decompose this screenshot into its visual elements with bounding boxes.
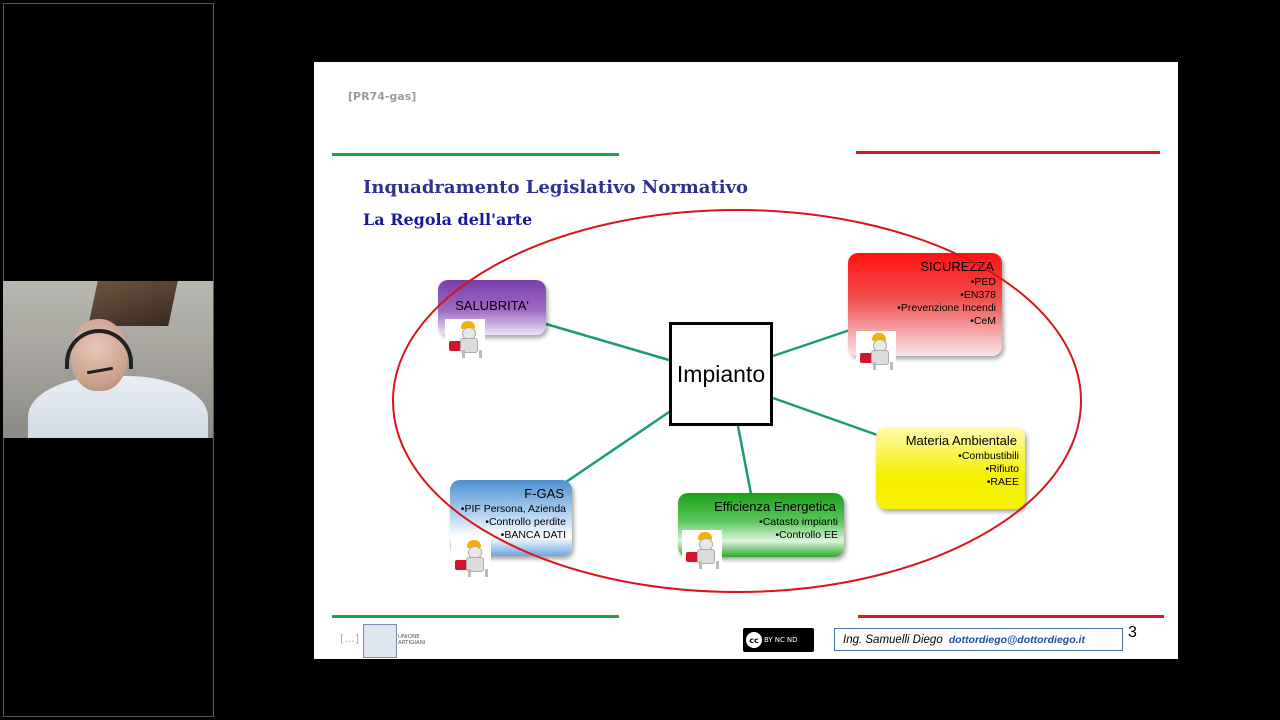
cc-nd-label: ND [786, 636, 798, 644]
node-fgas-title: F-GAS [524, 486, 564, 501]
worker-icon [856, 331, 896, 371]
slide-tag: [PR74-gas] [348, 90, 417, 103]
list-item: Rifiuto [876, 463, 1019, 476]
list-item: BANCA DATI [450, 529, 566, 542]
center-impianto-box: Impianto [669, 322, 773, 426]
cc-by-label: BY [764, 636, 773, 644]
node-materia-list: Combustibili Rifiuto RAEE [876, 450, 1025, 489]
footer-red-bar [858, 615, 1164, 618]
list-item: PED [848, 276, 996, 289]
regola-arte-ellipse [392, 209, 1082, 593]
worker-icon [682, 530, 722, 570]
connector-lines [545, 322, 881, 495]
list-item: EN378 [848, 289, 996, 302]
list-item: Controllo EE [678, 529, 838, 542]
slide-subtitle: La Regola dell'arte [363, 210, 533, 229]
node-materia-title: Materia Ambientale [905, 433, 1017, 448]
node-efficienza-title: Efficienza Energetica [714, 499, 836, 514]
worker-icon [445, 319, 485, 359]
author-name: Ing. Samuelli Diego [843, 633, 943, 646]
node-efficienza-list: Catasto impianti Controllo EE [678, 516, 844, 542]
presenter-body [28, 376, 208, 438]
author-box: Ing. Samuelli Diego dottordiego@dottordi… [834, 628, 1123, 651]
list-item: Prevenzione Incendi [848, 302, 996, 315]
header-green-bar [332, 153, 619, 156]
header-red-bar [856, 151, 1160, 154]
footer-tag: [...] [340, 632, 360, 645]
slide-title: Inquadramento Legislativo Normativo [363, 177, 749, 198]
author-email-link[interactable]: dottordiego@dottordiego.it [948, 633, 1085, 646]
node-fgas-list: PIF Persona, Azienda Controllo perdite B… [450, 503, 572, 542]
unione-artigiani-logo-text: UNIONE ARTIGIANI [398, 634, 426, 646]
node-materia-ambientale: Materia Ambientale Combustibili Rifiuto … [876, 427, 1025, 509]
node-sicurezza-list: PED EN378 Prevenzione Incendi CeM [848, 276, 1002, 328]
unione-artigiani-logo [363, 624, 397, 658]
list-item: CeM [848, 315, 996, 328]
cc-nc-label: NC [774, 636, 785, 644]
cc-icon: cc [746, 632, 762, 648]
list-item: Controllo perdite [450, 516, 566, 529]
list-item: PIF Persona, Azienda [450, 503, 566, 516]
node-efficienza-energetica: Efficienza Energetica Catasto impianti C… [678, 493, 844, 557]
node-salubrita: SALUBRITA' [438, 280, 546, 335]
list-item: RAEE [876, 476, 1019, 489]
page-number: 3 [1128, 624, 1137, 641]
node-salubrita-title: SALUBRITA' [455, 298, 529, 313]
webcam-video [3, 281, 213, 438]
presentation-slide: [PR74-gas] Inquadramento Legislativo Nor… [314, 62, 1178, 659]
worker-icon [451, 538, 491, 578]
footer-green-bar [332, 615, 619, 618]
list-item: Combustibili [876, 450, 1019, 463]
creative-commons-badge: cc BY NC ND [743, 628, 814, 652]
list-item: Catasto impianti [678, 516, 838, 529]
